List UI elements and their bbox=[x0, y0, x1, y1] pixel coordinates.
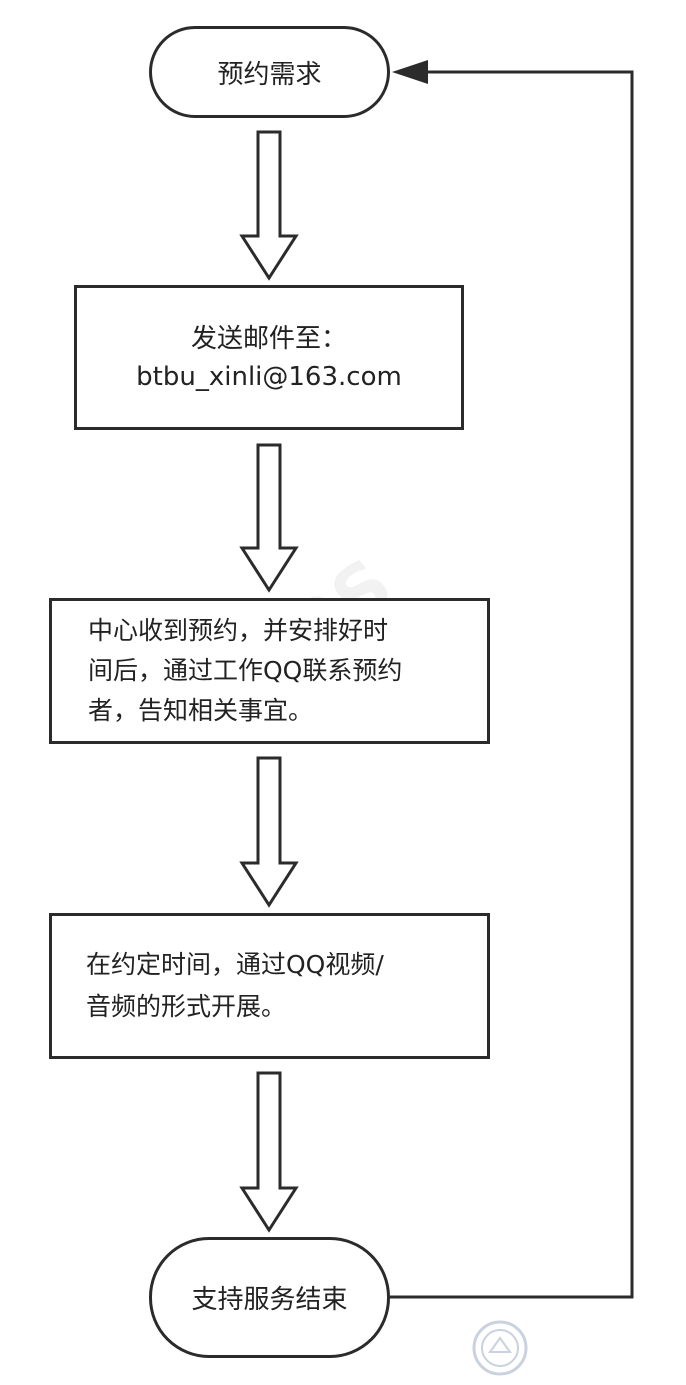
node-center-receives-line-1: 中心收到预约，并安排好时 bbox=[88, 616, 389, 645]
arrow-center-to-time bbox=[239, 756, 299, 908]
node-service-end-label: 支持服务结束 bbox=[191, 1285, 348, 1315]
seal-logo-icon bbox=[472, 1320, 528, 1376]
node-scheduled-session-line-2: 音频的形式开展。 bbox=[86, 992, 287, 1021]
node-center-receives-line-3: 者，告知相关事宜。 bbox=[88, 696, 314, 725]
node-center-receives-line-2: 间后，通过工作QQ联系预约 bbox=[88, 656, 403, 685]
node-scheduled-session: 在约定时间，通过QQ视频/ 音频的形式开展。 bbox=[49, 913, 490, 1059]
loop-back-line bbox=[390, 70, 634, 1299]
node-appointment-request: 预约需求 bbox=[149, 26, 390, 118]
node-send-email-line-2: btbu_xinli@163.com bbox=[136, 361, 402, 392]
node-scheduled-session-line-1: 在约定时间，通过QQ视频/ bbox=[86, 950, 384, 979]
node-send-email: 发送邮件至： btbu_xinli@163.com bbox=[74, 285, 464, 430]
arrow-time-to-end bbox=[239, 1071, 299, 1233]
node-send-email-line-1: 发送邮件至： bbox=[190, 323, 347, 354]
node-appointment-request-label: 预约需求 bbox=[217, 59, 322, 90]
arrow-email-to-center bbox=[239, 443, 299, 593]
node-service-end: 支持服务结束 bbox=[149, 1237, 390, 1358]
loop-back-arrowhead bbox=[392, 60, 428, 84]
arrow-request-to-email bbox=[239, 130, 299, 281]
node-center-receives: 中心收到预约，并安排好时 间后，通过工作QQ联系预约 者，告知相关事宜。 bbox=[49, 598, 490, 744]
